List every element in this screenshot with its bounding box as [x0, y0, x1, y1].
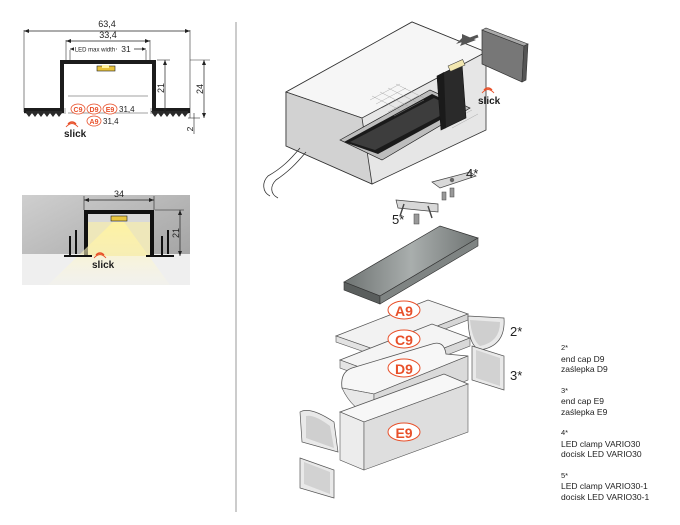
dim-inner-width: 33,4 — [99, 30, 117, 40]
legend-en: end cap D9 — [561, 353, 605, 364]
cover-label-a9: A9 — [395, 303, 413, 319]
dim-total-width: 63,4 — [98, 19, 116, 29]
slick-logo-exploded: slick — [478, 87, 501, 107]
end-cap-e9 — [471, 345, 505, 391]
dim-height-inner: 21 — [156, 83, 166, 93]
cover-badge-row-2: A9 31,4 — [86, 115, 119, 127]
cover-label-c9: C9 — [395, 332, 413, 348]
install-brand-text: slick — [92, 260, 115, 271]
legend-en: LED clamp VARIO30 — [561, 438, 641, 449]
led-clamp-vario30-1 — [395, 199, 439, 225]
legend-entry-3: 3* end cap E9 zaślepka E9 — [561, 386, 677, 418]
legend-pl: docisk LED VARIO30 — [561, 449, 642, 459]
cover-e9: E9 — [338, 373, 470, 471]
badge-d9: D9 — [90, 107, 99, 114]
legend-num: 3* — [561, 385, 569, 395]
dim-flange: 2 — [185, 126, 195, 131]
led-max-width-value: 31 — [121, 44, 131, 54]
exploded-brand-text: slick — [478, 96, 501, 107]
legend-entry-5: 5* LED clamp VARIO30-1 docisk LED VARIO3… — [561, 471, 677, 503]
installation-view: 34 21 slick — [22, 189, 190, 285]
led-max-width-label: LED max width — [75, 48, 115, 54]
callout-2: 2* — [510, 324, 522, 339]
install-dim-width: 34 — [114, 189, 124, 199]
end-cap-d9 — [467, 315, 505, 351]
legend-num: 2* — [561, 343, 569, 352]
legend-num: 5* — [561, 470, 569, 480]
exploded-assembly: slick 4* 5* — [263, 21, 529, 499]
callout-3: 3* — [510, 368, 522, 383]
legend-num: 4* — [561, 428, 569, 437]
badge-c9: C9 — [74, 107, 83, 114]
legend-en: LED clamp VARIO30-1 — [561, 481, 648, 491]
callout-5: 5* — [392, 212, 404, 227]
end-cap-d9-left — [299, 410, 339, 453]
legend-pl: zaślepka E9 — [561, 406, 608, 417]
led-profile-bar — [343, 225, 479, 305]
cover-badges-row: C9 D9 E9 31,4 — [70, 103, 135, 115]
badge-e9: E9 — [106, 107, 115, 114]
install-dim-height: 21 — [171, 228, 181, 238]
legend-entry-2: 2* end cap D9 zaślepka D9 — [561, 343, 677, 375]
legend-en: end cap E9 — [561, 396, 605, 406]
brand-text: slick — [64, 129, 87, 140]
legend-entry-4: 4* LED clamp VARIO30 docisk LED VARIO30 — [561, 428, 677, 460]
slick-logo-install: slick — [92, 252, 115, 271]
dim-height-total: 24 — [195, 84, 205, 94]
slick-logo: slick — [64, 121, 87, 140]
badge-a9: A9 — [90, 119, 99, 126]
end-cap-e9-left — [299, 457, 335, 499]
cover-width-2: 31,4 — [103, 117, 119, 126]
parts-legend: 2* end cap D9 zaślepka D9 3* end cap E9 … — [561, 343, 677, 513]
cover-label-d9: D9 — [395, 361, 413, 377]
callout-4: 4* — [466, 166, 478, 181]
cover-width-1: 31,4 — [119, 105, 135, 114]
cover-label-e9: E9 — [395, 425, 412, 441]
led-clamp-vario30 — [431, 171, 477, 201]
profile-cross-section: 63,4 33,4 LED max width 31 21 — [23, 19, 210, 140]
legend-pl: zaślepka D9 — [561, 364, 608, 374]
legend-pl: docisk LED VARIO30-1 — [561, 491, 650, 502]
